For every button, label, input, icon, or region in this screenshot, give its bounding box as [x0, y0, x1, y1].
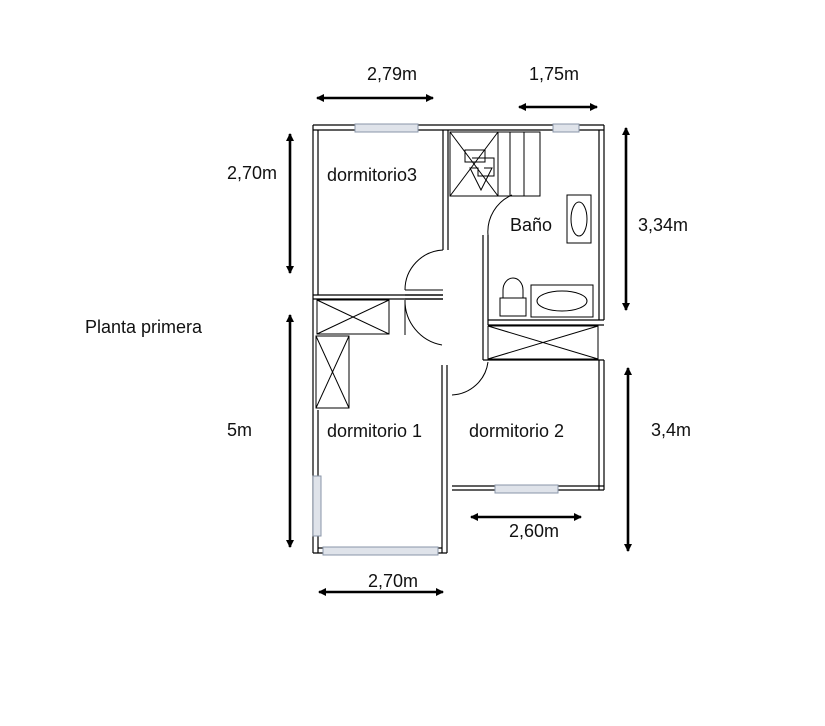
room-label-dormitorio2: dormitorio 2 — [469, 421, 564, 441]
room-label-dormitorio3: dormitorio3 — [327, 165, 417, 185]
dim-bottom-left-width: 2,70m — [368, 571, 418, 591]
dim-top-left-width: 2,79m — [367, 64, 417, 84]
window-dormitorio1-side — [312, 475, 322, 537]
dim-top-right-width: 1,75m — [529, 64, 579, 84]
room-label-dormitorio1: dormitorio 1 — [327, 421, 422, 441]
window-dormitorio2 — [494, 484, 559, 494]
walls — [312, 124, 605, 554]
window-dormitorio1 — [322, 546, 439, 556]
closet-hall — [316, 299, 390, 335]
stair-arrow-icon — [469, 157, 495, 192]
bathroom-fixtures — [499, 194, 594, 318]
window-bano — [552, 123, 580, 133]
doors — [404, 194, 513, 396]
dim-bottom-right-width: 2,60m — [509, 521, 559, 541]
dim-right-top-height: 3,34m — [638, 215, 688, 235]
toilet-icon — [502, 277, 524, 298]
window-dormitorio3 — [354, 123, 419, 133]
dim-left-bottom-height: 5m — [227, 420, 252, 440]
dim-right-bottom-height: 3,4m — [651, 420, 691, 440]
plan-title: Planta primera — [85, 317, 203, 337]
dim-left-top-height: 2,70m — [227, 163, 277, 183]
bathtub-icon — [530, 284, 594, 318]
stairs — [449, 131, 541, 197]
closets — [315, 299, 599, 409]
closet-dormitorio1 — [315, 335, 350, 409]
room-label-bano: Baño — [510, 215, 552, 235]
toilet-tank-icon — [499, 297, 527, 317]
dimension-arrows — [286, 94, 632, 596]
closet-dormitorio2 — [487, 325, 599, 360]
windows — [312, 123, 580, 556]
sink-icon — [566, 194, 592, 244]
